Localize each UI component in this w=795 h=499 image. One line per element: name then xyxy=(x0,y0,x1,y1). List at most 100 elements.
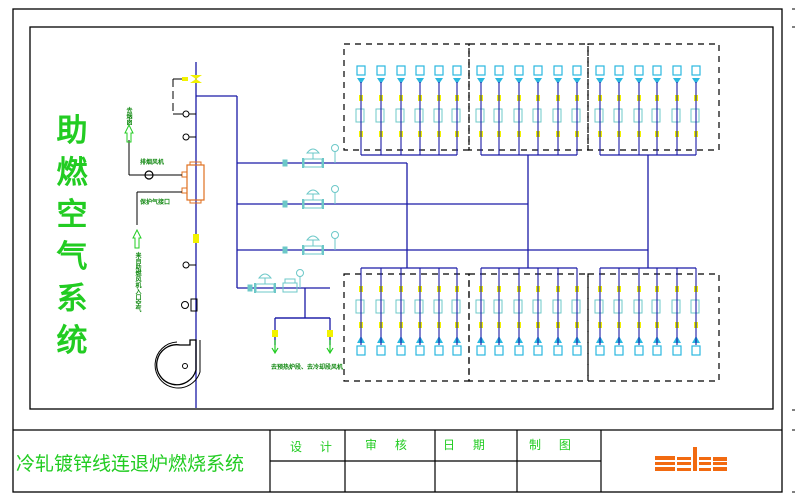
manual-valve-icon xyxy=(571,108,581,123)
butterfly-valve-icon xyxy=(190,75,202,83)
pressure-gauge-icon xyxy=(331,185,339,193)
burner-nozzle xyxy=(515,78,523,84)
lower-burner-zone-2 xyxy=(468,273,589,382)
fan-hub xyxy=(182,363,188,369)
orifice-icon xyxy=(282,246,288,254)
valve-actuator xyxy=(305,148,321,154)
manual-valve-icon xyxy=(671,108,681,123)
inner-frame xyxy=(29,26,774,410)
manual-valve-icon xyxy=(451,299,461,314)
orifice-icon xyxy=(282,200,288,208)
burner-icon xyxy=(533,65,543,76)
burner-icon xyxy=(376,65,386,76)
fan-casing-outer xyxy=(154,340,201,389)
manifold-cap xyxy=(189,161,202,166)
burner-icon xyxy=(553,345,563,356)
burner-icon xyxy=(614,345,624,356)
manual-valve-icon xyxy=(651,108,661,123)
title-block-lines xyxy=(13,429,782,492)
burner-nozzle xyxy=(596,78,604,84)
flow-arrow-icon xyxy=(271,340,279,355)
valve-actuator xyxy=(305,235,321,241)
burner-icon xyxy=(514,345,524,356)
flow-arrow-icon xyxy=(326,340,334,355)
valve-flange xyxy=(322,245,324,255)
date-label: 日 期 xyxy=(443,438,492,452)
valve-flange xyxy=(302,199,304,209)
exhaust-fan-label: 排烟风机 xyxy=(140,159,165,166)
burner-icon xyxy=(595,65,605,76)
manual-valve-icon xyxy=(671,299,681,314)
valve-handle xyxy=(182,77,188,81)
burner-nozzle xyxy=(573,78,581,84)
valve-flange xyxy=(302,245,304,255)
manual-valve-icon xyxy=(475,108,485,123)
burner-icon xyxy=(452,345,462,356)
lower-fitting xyxy=(272,330,278,337)
burner-nozzle xyxy=(435,78,443,84)
burner-icon xyxy=(614,65,624,76)
burner-icon xyxy=(514,65,524,76)
manifold-port xyxy=(181,171,188,178)
valve-flange xyxy=(302,158,304,168)
orifice-icon xyxy=(282,159,288,167)
burner-icon xyxy=(691,345,701,356)
title-char: 系 xyxy=(56,281,88,317)
manual-valve-icon xyxy=(355,108,365,123)
manual-valve-icon xyxy=(395,108,405,123)
manual-valve-icon xyxy=(493,108,503,123)
burner-nozzle xyxy=(673,78,681,84)
burner-icon xyxy=(553,65,563,76)
title-char: 气 xyxy=(56,239,88,275)
valve-flange xyxy=(254,283,256,293)
manual-valve-icon xyxy=(571,299,581,314)
pressure-gauge-icon xyxy=(181,301,189,309)
flow-arrow-icon xyxy=(132,228,142,249)
outer-frame xyxy=(12,8,783,493)
manual-valve-icon xyxy=(594,299,604,314)
manual-valve-icon xyxy=(552,108,562,123)
burner-icon xyxy=(415,65,425,76)
burner-icon xyxy=(476,345,486,356)
burner-icon xyxy=(634,345,644,356)
burner-icon xyxy=(672,345,682,356)
burner-nozzle xyxy=(477,78,485,84)
title-char: 助 xyxy=(56,113,88,149)
manual-valve-icon xyxy=(414,108,424,123)
burner-nozzle xyxy=(397,78,405,84)
manual-valve-icon xyxy=(651,299,661,314)
burner-nozzle xyxy=(357,78,365,84)
designer-label: 设 计 xyxy=(290,440,339,454)
manifold-port xyxy=(181,187,188,194)
reviewer-label: 审 核 xyxy=(365,438,414,452)
burner-nozzle xyxy=(453,78,461,84)
burner-icon xyxy=(572,65,582,76)
control-valve-icon xyxy=(254,273,276,293)
bottom-branch-label: 去预热炉段、去冷却段风机 xyxy=(271,364,344,371)
manual-valve-icon xyxy=(532,108,542,123)
to-stack-label: 去烟囱 xyxy=(125,107,132,125)
pressure-switch-icon xyxy=(182,261,190,269)
pressure-gauge-icon xyxy=(331,231,339,239)
upper-burner-zone-2 xyxy=(468,43,589,151)
burner-icon xyxy=(494,345,504,356)
pressure-gauge-icon xyxy=(331,144,339,152)
manual-valve-icon xyxy=(633,108,643,123)
pressure-gauge-icon xyxy=(296,269,304,277)
manual-valve-icon xyxy=(433,299,443,314)
burner-nozzle xyxy=(495,78,503,84)
burner-icon xyxy=(634,65,644,76)
manual-valve-icon xyxy=(513,108,523,123)
manual-valve-icon xyxy=(493,299,503,314)
title-char: 空 xyxy=(56,197,88,233)
burner-nozzle xyxy=(692,78,700,84)
flow-meter-top xyxy=(284,278,296,284)
burner-nozzle xyxy=(635,78,643,84)
burner-icon xyxy=(494,65,504,76)
manual-valve-icon xyxy=(395,299,405,314)
manual-valve-icon xyxy=(433,108,443,123)
manual-valve-icon xyxy=(690,299,700,314)
burner-nozzle xyxy=(416,78,424,84)
orifice-icon xyxy=(247,284,253,292)
fan-inlet-label: 来自助燃风机入口空气 xyxy=(134,252,141,312)
